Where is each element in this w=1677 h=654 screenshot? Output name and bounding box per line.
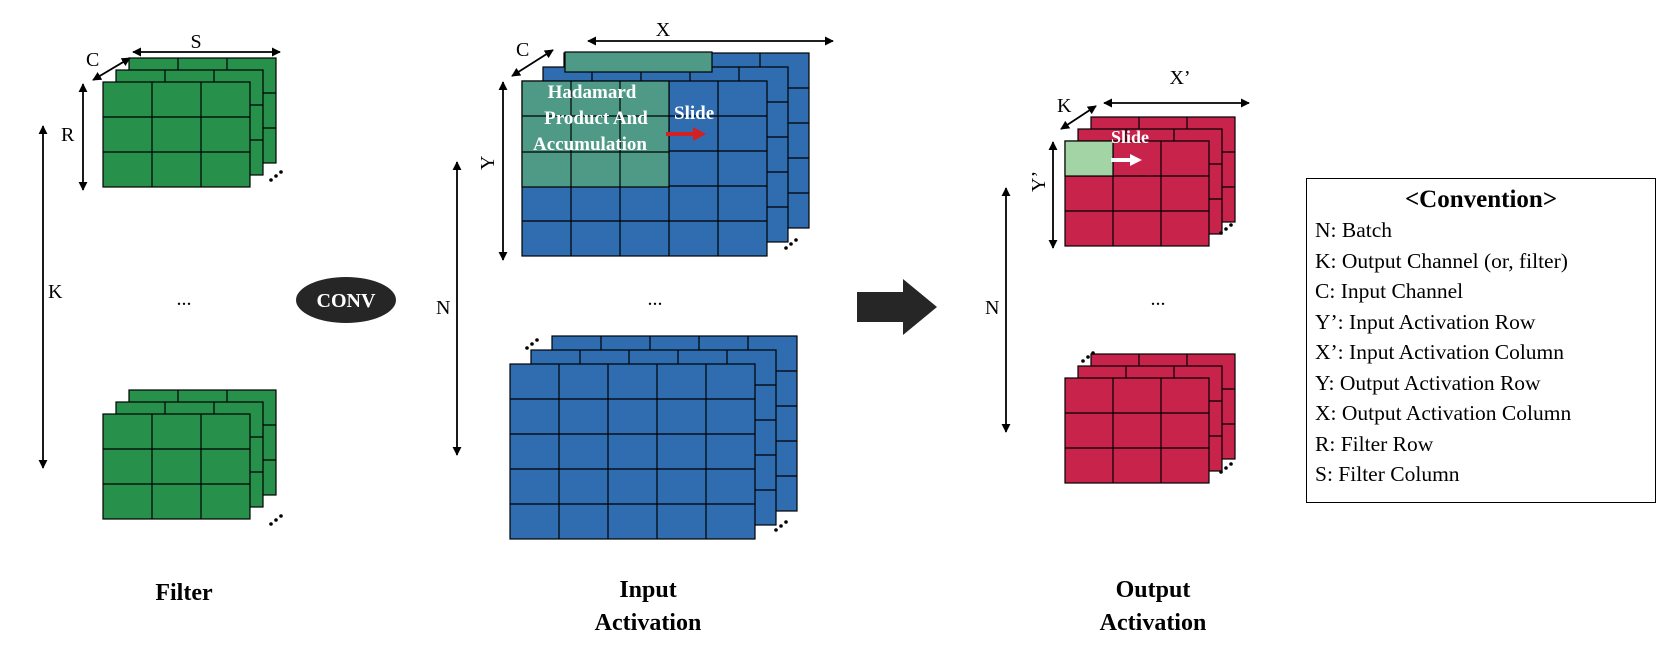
convention-item: X’: Input Activation Column bbox=[1315, 340, 1565, 364]
input-label-n: N bbox=[436, 297, 450, 319]
output-ellipsis: ... bbox=[1151, 288, 1166, 310]
output-label-k: K bbox=[1057, 95, 1072, 117]
output-caption-line-2: Activation bbox=[1099, 610, 1207, 636]
output-stack-top bbox=[1064, 116, 1236, 247]
input-stack-bottom-layer bbox=[509, 363, 756, 540]
convention-item: R: Filter Row bbox=[1315, 431, 1434, 456]
hadamard-line-3: Accumulation bbox=[533, 134, 647, 155]
output-highlight-cell bbox=[1064, 140, 1114, 177]
output-label-x: X’ bbox=[1169, 67, 1190, 89]
input-caption-line-1: Input bbox=[619, 577, 677, 603]
convention-item: X: Output Activation Column bbox=[1315, 401, 1572, 425]
filter-ellipsis: ... bbox=[177, 288, 192, 310]
input-dimension-arrows bbox=[452, 36, 834, 456]
input-slide-label: Slide bbox=[674, 103, 714, 124]
filter-label-c: C bbox=[86, 49, 99, 71]
hadamard-grid bbox=[522, 81, 669, 187]
output-caption-line-1: Output bbox=[1115, 577, 1191, 603]
output-label-y: Y’ bbox=[1028, 171, 1050, 192]
stack-dots bbox=[269, 170, 1233, 532]
convention-title: <Convention> bbox=[1404, 186, 1558, 213]
input-activation-caption: Input Activation bbox=[573, 574, 723, 640]
convention-item: N: Batch bbox=[1315, 218, 1393, 242]
output-stack-bottom-layer bbox=[1064, 377, 1210, 484]
convention-item: K: Output Channel (or, filter) bbox=[1315, 248, 1568, 273]
convention-item: C: Input Channel bbox=[1315, 279, 1464, 303]
input-caption-line-2: Activation bbox=[594, 610, 702, 636]
input-stack-bottom bbox=[509, 335, 798, 540]
output-label-n: N bbox=[985, 297, 999, 319]
hadamard-region bbox=[521, 80, 670, 188]
filter-stack-top bbox=[102, 57, 277, 188]
output-slide-label: Slide bbox=[1111, 127, 1149, 147]
input-ellipsis: ... bbox=[648, 288, 663, 310]
filter-stack-bottom bbox=[102, 389, 277, 520]
input-label-c: C bbox=[516, 39, 529, 61]
output-activation-caption: Output Activation bbox=[1078, 574, 1228, 640]
input-label-x: X bbox=[656, 19, 671, 41]
convention-legend: <Convention> N: Batch K: Output Channel … bbox=[1306, 178, 1656, 503]
hadamard-line-1: Hadamard bbox=[548, 82, 637, 103]
output-slide-arrow-head bbox=[1130, 154, 1142, 166]
convention-item: Y: Output Activation Row bbox=[1315, 370, 1541, 395]
output-dimension-arrows bbox=[1001, 98, 1250, 433]
filter-stack-top-layer bbox=[102, 81, 251, 188]
output-stack-bottom bbox=[1064, 353, 1236, 484]
filter-caption: Filter bbox=[155, 580, 213, 606]
filter-label-k: K bbox=[48, 281, 63, 303]
conv-label: CONV bbox=[317, 290, 376, 312]
convention-item: Y’: Input Activation Row bbox=[1315, 309, 1536, 334]
filter-label-r: R bbox=[61, 124, 75, 146]
hadamard-line-2: Product And bbox=[544, 108, 648, 129]
hadamard-region-back bbox=[564, 51, 713, 73]
convention-item: S: Filter Column bbox=[1315, 462, 1460, 486]
convention-list: N: Batch K: Output Channel (or, filter) … bbox=[1307, 215, 1655, 490]
transition-arrow bbox=[857, 279, 937, 335]
filter-stack-bottom-layer bbox=[102, 413, 251, 520]
conv-operator bbox=[296, 277, 396, 323]
input-label-y: Y bbox=[477, 156, 499, 170]
filter-c-arrow bbox=[92, 57, 131, 81]
filter-dimension-arrows bbox=[38, 47, 281, 469]
output-k-arrow bbox=[1060, 105, 1097, 130]
filter-label-s: S bbox=[190, 31, 201, 53]
input-c-arrow bbox=[511, 49, 554, 77]
input-slide-arrow-head bbox=[693, 127, 706, 141]
